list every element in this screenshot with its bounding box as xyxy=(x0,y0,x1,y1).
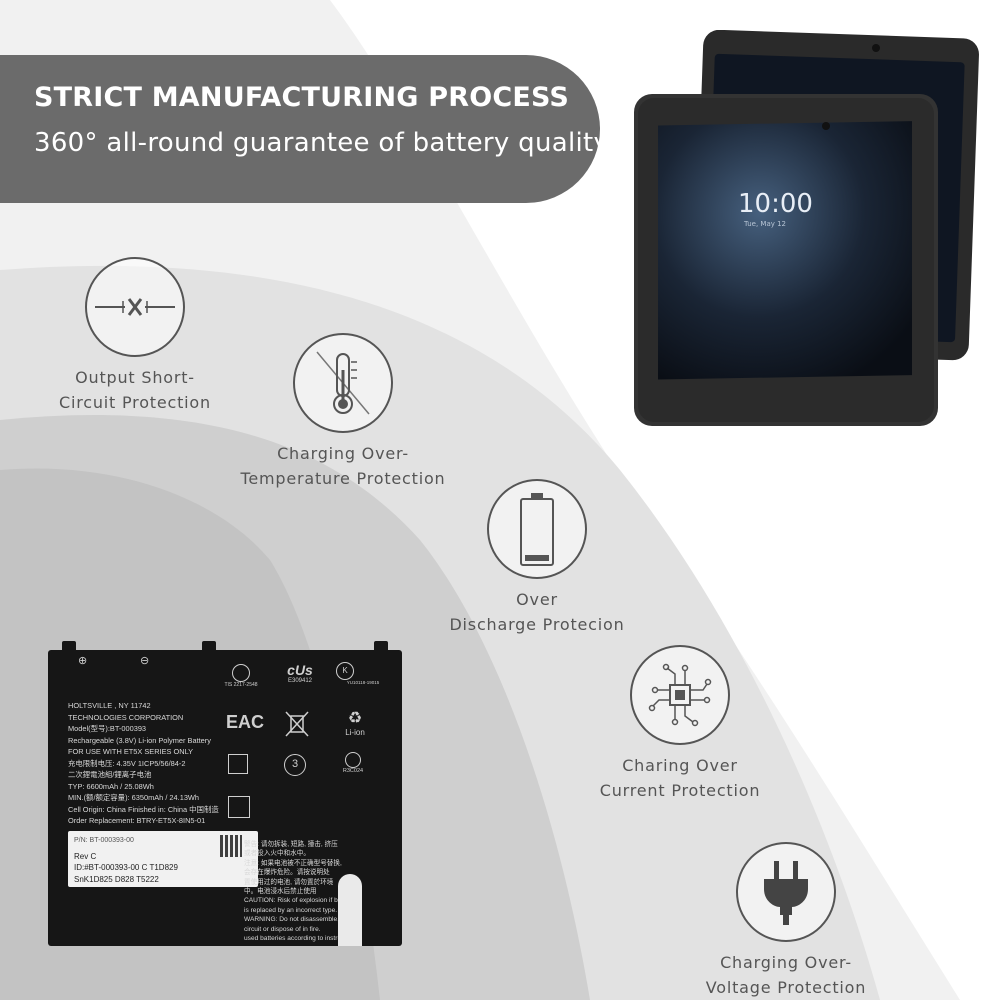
battery-tab xyxy=(374,641,388,651)
feature-label: Charging Over- Temperature Protection xyxy=(240,444,446,488)
weee-bin-icon xyxy=(282,708,312,738)
tablet-clock: 10:00 xyxy=(738,189,813,219)
battery-label-card: P/N: BT-000393-00 Rev C ID:#BT-000393-00… xyxy=(68,831,258,887)
battery-image: ⊕ ⊖ HOLTSVILLE , NY 11742 TECHNOLOGIES C… xyxy=(48,641,402,946)
feature-over-voltage: Charging Over- Voltage Protection xyxy=(698,842,874,1000)
china-recycle-icon xyxy=(228,796,250,818)
plus-terminal-icon: ⊕ xyxy=(78,655,88,667)
qr-code-icon xyxy=(220,835,242,857)
thermometer-icon xyxy=(293,333,393,433)
recycle-liion-icon: ♻ Li-ion xyxy=(345,710,365,737)
chip-icon xyxy=(630,645,730,745)
feature-label: Over Discharge Protecion xyxy=(449,590,625,634)
tablet-image: 10:00 Tue, May 12 xyxy=(630,29,980,430)
battery-spec-text: HOLTSVILLE , NY 11742 TECHNOLOGIES CORPO… xyxy=(68,701,219,825)
low-battery-icon xyxy=(487,479,587,579)
minus-terminal-icon: ⊖ xyxy=(140,655,150,667)
tis-mark-icon: TIS 2217-2548 xyxy=(224,664,258,688)
feature-label: Charging Over- Voltage Protection xyxy=(705,953,867,997)
eac-mark-icon: EAC xyxy=(226,712,265,732)
battery-tab xyxy=(62,641,76,651)
kc-mark-icon: K YU10118-19015 xyxy=(336,662,390,685)
plug-icon xyxy=(736,842,836,942)
feature-label: Output Short- Circuit Protection xyxy=(59,368,211,412)
feature-over-current: Charing Over Current Protection xyxy=(596,645,764,803)
banner xyxy=(0,55,600,203)
battery-tab xyxy=(202,641,216,651)
feature-over-temperature: Charging Over- Temperature Protection xyxy=(236,333,450,491)
ncc-mark-icon xyxy=(228,754,248,774)
ul-mark-icon: cUs E309412 xyxy=(287,662,313,684)
recycle-3-icon: 3 xyxy=(284,754,306,776)
r3c-mark-icon: R3C024 xyxy=(336,752,370,774)
banner-title: STRICT MANUFACTURING PROCESS xyxy=(34,82,570,113)
feature-label: Charing Over Current Protection xyxy=(599,756,761,800)
feature-over-discharge: Over Discharge Protecion xyxy=(449,479,625,637)
battery-warning-text: 警告: 请勿拆装, 短路, 撞击, 挤压 或者投入火中和水中。 注意: 如果电池… xyxy=(244,841,361,943)
feature-short-circuit: Output Short- Circuit Protection xyxy=(50,257,220,415)
banner-subtitle: 360° all-round guarantee of battery qual… xyxy=(34,128,610,158)
battery-pull-tab xyxy=(338,874,362,946)
tablet-date: Tue, May 12 xyxy=(743,220,786,228)
short-circuit-icon xyxy=(85,257,185,357)
